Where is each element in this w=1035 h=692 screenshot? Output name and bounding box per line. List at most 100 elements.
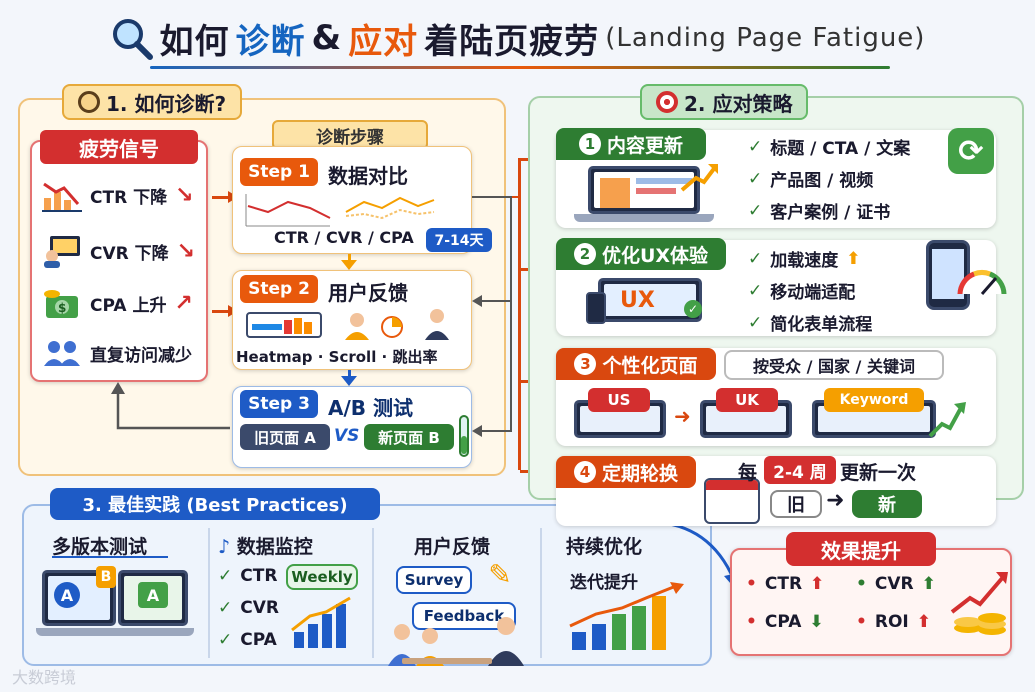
test-tube-icon [456,414,472,460]
bar-chart-up-icon [291,596,351,648]
money-icon: $ [44,290,78,318]
arrow-icon: ➜ [826,488,845,513]
right-vertical-line [510,196,512,430]
up-arrow-icon: ⬆ [921,574,936,594]
signal-ctr: CTR 下降 ↘ [42,178,194,212]
strategy-trunk-line [518,158,521,470]
c2-metric-cpa: ✓CPA [218,630,277,650]
calendar-icon [704,478,760,524]
page-keyword-label: Keyword [824,388,924,412]
check-icon: ✓ [218,566,233,586]
watermark: 大数跨境 [12,668,77,687]
strategy3-note: 按受众 / 国家 / 关键词 [724,350,944,380]
probe-icon [78,91,100,113]
old-page-a: 旧页面 A [240,424,330,450]
step3-label: A/B 测试 [328,396,413,420]
result-cpa: •CPA⬇ [746,612,824,632]
laptop-b-icon: A [118,570,188,626]
pencil-icon: ✎ [488,557,512,591]
speedometer-icon [957,270,1007,295]
title-underline [150,66,890,69]
pie-chart-icon [378,316,408,338]
laptop-base [574,214,714,222]
bullet-icon: • [856,612,867,632]
down-arrow-icon: ⬇ [809,612,824,632]
step3-tag: Step 3 [240,390,318,418]
bullet-icon: • [746,574,757,594]
check-icon: ✓ [748,280,763,301]
page-title: 如何 诊断 & 应对 着陆页疲劳 (Landing Page Fatigue) [0,0,1035,76]
line-chart-compare-icon [345,196,435,220]
note-icon: ♪ [218,536,237,558]
step2-to-step3-line [348,370,351,380]
feedback-bubble: Feedback [412,602,516,630]
check-icon: ✓ [748,136,763,157]
s2-item-2: ✓移动端适配 [748,280,856,304]
result-roi: •ROI⬆ [856,612,931,632]
up-arrow-icon: ⬆ [810,574,825,594]
bullet-icon: • [746,612,757,632]
c4-sub: 迭代提升 [570,573,638,593]
title-part4: 着陆页疲劳 [424,21,600,62]
c4-title: 持续优化 [566,536,643,558]
check-icon: ✓ [218,630,233,650]
diagnose-title: 1. 如何诊断? [62,84,243,120]
laptop-a-icon: A [42,570,116,626]
step3-right-line [480,430,512,432]
divider [372,528,374,658]
c1-underline [52,556,168,558]
result-cvr: •CVR⬆ [856,574,936,594]
signals-to-step1-line [212,196,232,199]
refresh-icon: ⟳ [948,128,994,174]
s1-item-2: ✓产品图 / 视频 [748,168,874,192]
divider [208,528,210,658]
heatmap-icon [246,312,322,338]
magnifier-icon [112,19,153,60]
weekly-badge: Weekly [286,564,358,590]
mobile-phone-icon [926,240,970,310]
loop-back-arrow [111,382,230,430]
s4-pre: 每 [738,462,758,484]
signal-cpa: $ CPA 上升 ↗ [42,286,193,320]
survey-bubble: Survey [396,566,472,594]
bar-chart-down-icon [42,182,82,212]
coins-growth-icon [950,572,1008,635]
meeting-people-icon [388,617,524,666]
phone-icon [586,292,606,324]
s4-new: 新 [852,490,922,518]
s1-item-1: ✓标题 / CTA / 文案 [748,136,911,160]
line-chart-down-icon [245,194,331,227]
content-laptop-icon [588,166,700,214]
users-icon [44,341,80,366]
s4-old: 旧 [770,490,822,518]
up-arrow-icon: ⬆ [916,612,931,632]
check-icon: ✓ [748,200,763,221]
c1-title: 多版本测试 [52,536,148,558]
ux-monitor-icon: UX [598,278,702,322]
best-title: 3. 最佳实践 (Best Practices) [50,488,380,520]
step2-right-line [480,300,512,302]
s2-item-1: ✓加载速度⬆ [748,248,861,272]
c3-title: 用户反馈 [414,536,491,558]
step2-tag: Step 2 [240,275,318,303]
svg-text:$: $ [58,301,66,315]
b-badge: B [96,566,116,588]
step1-right-line [472,196,512,198]
c2-metric-cvr: ✓CVR [218,598,279,618]
check-icon: ✓ [748,168,763,189]
step1-to-step2-line [348,254,351,264]
step1-metrics: CTR / CVR / CPA [274,228,414,247]
signals-title: 疲劳信号 [40,130,198,164]
result-ctr: •CTR⬆ [746,574,825,594]
signals-card [30,140,208,382]
user-icon [340,310,374,340]
s1-item-3: ✓客户案例 / 证书 [748,200,891,224]
divider [540,528,542,658]
step2-arrow-in [472,295,482,307]
signal-cvr: CVR 下降 ↘ [42,234,195,268]
s2-item-3: ✓简化表单流程 [748,312,873,336]
